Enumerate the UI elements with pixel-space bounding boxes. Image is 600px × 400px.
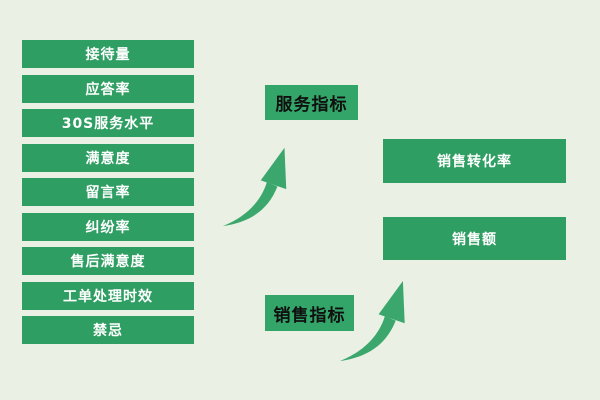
service-curved-arrow-icon: [222, 138, 310, 228]
service-metric-satisfaction: 满意度: [22, 143, 194, 172]
service-metric-30s-service-level: 30S服务水平: [22, 109, 194, 137]
sales-curved-arrow-icon: [338, 272, 430, 362]
service-metric-message-rate: 留言率: [22, 178, 194, 206]
service-metric-aftersale-satisfaction: 售后满意度: [22, 247, 194, 275]
service-metric-reception-volume: 接待量: [22, 40, 194, 68]
sales-indicators-label: 销售指标: [265, 295, 354, 331]
service-metric-taboo: 禁忌: [22, 316, 194, 344]
service-metric-ticket-handling-time: 工单处理时效: [22, 281, 194, 310]
service-indicators-label: 服务指标: [265, 85, 358, 120]
service-metric-dispute-rate: 纠纷率: [22, 212, 194, 241]
service-metric-response-rate: 应答率: [22, 74, 194, 103]
sales-metric-conversion-rate: 销售转化率: [383, 139, 566, 183]
sales-metric-revenue: 销售额: [383, 217, 566, 260]
service-metrics-column: 接待量 应答率 30S服务水平 满意度 留言率 纠纷率 售后满意度 工单处理时效…: [22, 40, 194, 344]
